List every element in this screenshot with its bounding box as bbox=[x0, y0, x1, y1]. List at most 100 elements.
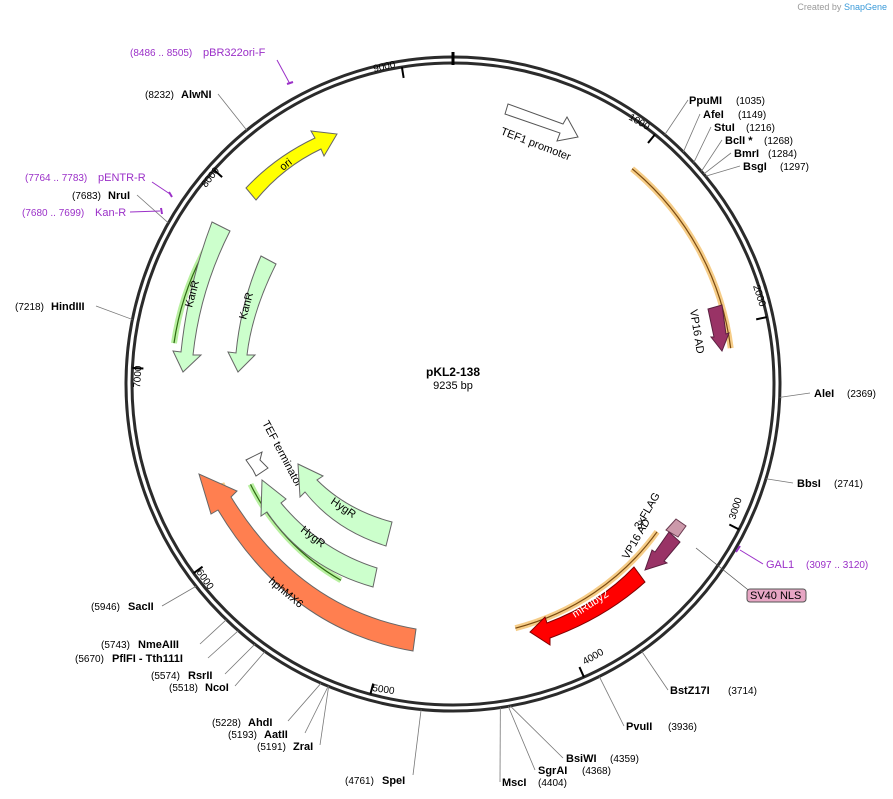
sv40-leader bbox=[695, 547, 753, 594]
created-by-text: Created by bbox=[797, 2, 842, 12]
vp16-ad-arrow-2[interactable] bbox=[644, 531, 681, 571]
snapgene-brand: SnapGene bbox=[843, 2, 887, 12]
site-bmri[interactable]: BmrI bbox=[734, 148, 759, 160]
site-rsrii-pos: (5574) bbox=[151, 671, 180, 682]
kanr-arrow-1[interactable] bbox=[172, 221, 231, 373]
site-leader-20 bbox=[199, 619, 227, 645]
orf-arc-top-right[interactable] bbox=[631, 168, 732, 349]
primer-pbr322ori-name[interactable]: pBR322ori-F bbox=[203, 47, 266, 59]
sv40-nls-box[interactable] bbox=[746, 588, 807, 603]
site-ahdi[interactable]: AhdI bbox=[248, 717, 272, 729]
tick-label-9000: 9000 bbox=[372, 59, 396, 74]
site-leader-8 bbox=[641, 650, 669, 691]
primer-kanr-range: (7680 .. 7699) bbox=[22, 208, 84, 219]
site-sgrai[interactable]: SgrAI bbox=[538, 765, 567, 777]
site-leader-9 bbox=[598, 676, 625, 727]
primer-kanr-mark bbox=[160, 207, 163, 215]
site-msci[interactable]: MscI bbox=[502, 777, 526, 789]
site-zrai[interactable]: ZraI bbox=[293, 741, 313, 753]
site-alwni[interactable]: AlwNI bbox=[181, 89, 212, 101]
site-leader-24 bbox=[217, 93, 248, 131]
snapgene-watermark: Created by SnapGene bbox=[797, 2, 887, 12]
site-afei-pos: (1149) bbox=[738, 110, 766, 121]
site-leaders bbox=[95, 93, 811, 783]
site-pflfi[interactable]: PflFI - Tth111I bbox=[112, 653, 183, 665]
orf-arc-bottom-right[interactable] bbox=[515, 531, 658, 629]
site-msci-pos: (4404) bbox=[538, 778, 567, 789]
plasmid-length: 9235 bp bbox=[433, 380, 473, 392]
tick-1000 bbox=[647, 133, 656, 144]
site-spei-pos: (4761) bbox=[345, 776, 374, 787]
kanr-arrow-2[interactable] bbox=[227, 255, 277, 373]
site-stui[interactable]: StuI bbox=[714, 122, 735, 134]
site-bstz17i[interactable]: BstZ17I bbox=[670, 685, 710, 697]
tick-marks bbox=[132, 66, 768, 695]
hphmx6-arrow[interactable] bbox=[198, 473, 417, 652]
primer-gal1-name[interactable]: GAL1 bbox=[766, 559, 794, 571]
tef-terminator-arrow[interactable] bbox=[245, 451, 269, 477]
site-pvuii[interactable]: PvuII bbox=[626, 721, 652, 733]
site-leader-1 bbox=[683, 113, 701, 153]
hygr-arrow-1[interactable] bbox=[297, 463, 393, 547]
site-pvuii-pos: (3936) bbox=[668, 722, 697, 733]
site-bcli[interactable]: BclI * bbox=[725, 135, 753, 147]
site-alei[interactable]: AleI bbox=[814, 388, 834, 400]
site-leader-14 bbox=[319, 686, 330, 746]
primer-gal1-mark bbox=[735, 545, 741, 553]
ori-label: ori bbox=[277, 156, 294, 173]
site-leader-23 bbox=[136, 194, 169, 224]
site-spei[interactable]: SpeI bbox=[382, 775, 405, 787]
flag-arrow[interactable] bbox=[665, 518, 687, 538]
site-hindiii[interactable]: HindIII bbox=[51, 301, 85, 313]
primer-kanr-leader bbox=[129, 210, 161, 213]
tick-label-5000: 5000 bbox=[372, 683, 396, 697]
site-aatii[interactable]: AatII bbox=[264, 729, 288, 741]
primer-kanr-name[interactable]: Kan-R bbox=[95, 207, 126, 219]
site-bsgi[interactable]: BsgI bbox=[743, 161, 767, 173]
site-rsrii[interactable]: RsrII bbox=[188, 670, 212, 682]
primer-pentr-leader bbox=[151, 181, 171, 195]
site-leader-13 bbox=[412, 709, 422, 776]
site-nmeaiii-pos: (5743) bbox=[101, 640, 130, 651]
site-leader-10 bbox=[509, 705, 564, 759]
site-leader-16 bbox=[287, 682, 322, 722]
site-leader-4 bbox=[703, 152, 732, 175]
vp16-ad-label-1: VP16 AD bbox=[687, 309, 706, 355]
tick-2000 bbox=[755, 316, 768, 321]
site-leader-22 bbox=[95, 305, 133, 320]
hygr-arrow-2[interactable] bbox=[260, 478, 378, 588]
site-alei-pos: (2369) bbox=[847, 389, 876, 400]
site-bcli-pos: (1268) bbox=[764, 136, 793, 147]
site-bsiwi[interactable]: BsiWI bbox=[566, 753, 597, 765]
tick-5000 bbox=[369, 683, 375, 695]
site-leader-5 bbox=[705, 165, 741, 177]
ori-arrow[interactable] bbox=[245, 130, 338, 201]
tef1-promoter-arrow[interactable] bbox=[504, 103, 579, 142]
site-sgrai-pos: (4368) bbox=[582, 766, 611, 777]
mruby2-arrow[interactable] bbox=[529, 566, 646, 646]
site-leader-7 bbox=[765, 478, 794, 484]
site-bbsi[interactable]: BbsI bbox=[797, 478, 821, 490]
site-sacii[interactable]: SacII bbox=[128, 601, 154, 613]
primer-pentr-mark bbox=[168, 191, 173, 198]
primer-pentr-name[interactable]: pENTR-R bbox=[98, 172, 146, 184]
site-aatii-pos: (5193) bbox=[228, 730, 257, 741]
site-leader-2 bbox=[693, 126, 712, 163]
site-bsiwi-pos: (4359) bbox=[610, 754, 639, 765]
site-nrui[interactable]: NruI bbox=[108, 190, 130, 202]
tick-6000 bbox=[193, 565, 204, 574]
site-ncoi[interactable]: NcoI bbox=[205, 682, 229, 694]
site-ppumi-pos: (1035) bbox=[736, 96, 765, 107]
site-ppumi[interactable]: PpuMI bbox=[689, 95, 722, 107]
site-bmri-pos: (1284) bbox=[768, 149, 797, 160]
tick-9000 bbox=[400, 66, 405, 79]
site-afei[interactable]: AfeI bbox=[703, 109, 724, 121]
sv40-nls-label: SV40 NLS bbox=[750, 590, 801, 602]
vp16-ad-arrow-1[interactable] bbox=[707, 304, 730, 352]
site-bstz17i-pos: (3714) bbox=[728, 686, 757, 697]
site-bsgi-pos: (1297) bbox=[780, 162, 809, 173]
site-nmeaiii[interactable]: NmeAIII bbox=[138, 639, 179, 651]
site-leader-19 bbox=[207, 630, 239, 659]
tick-label-4000: 4000 bbox=[581, 647, 606, 668]
